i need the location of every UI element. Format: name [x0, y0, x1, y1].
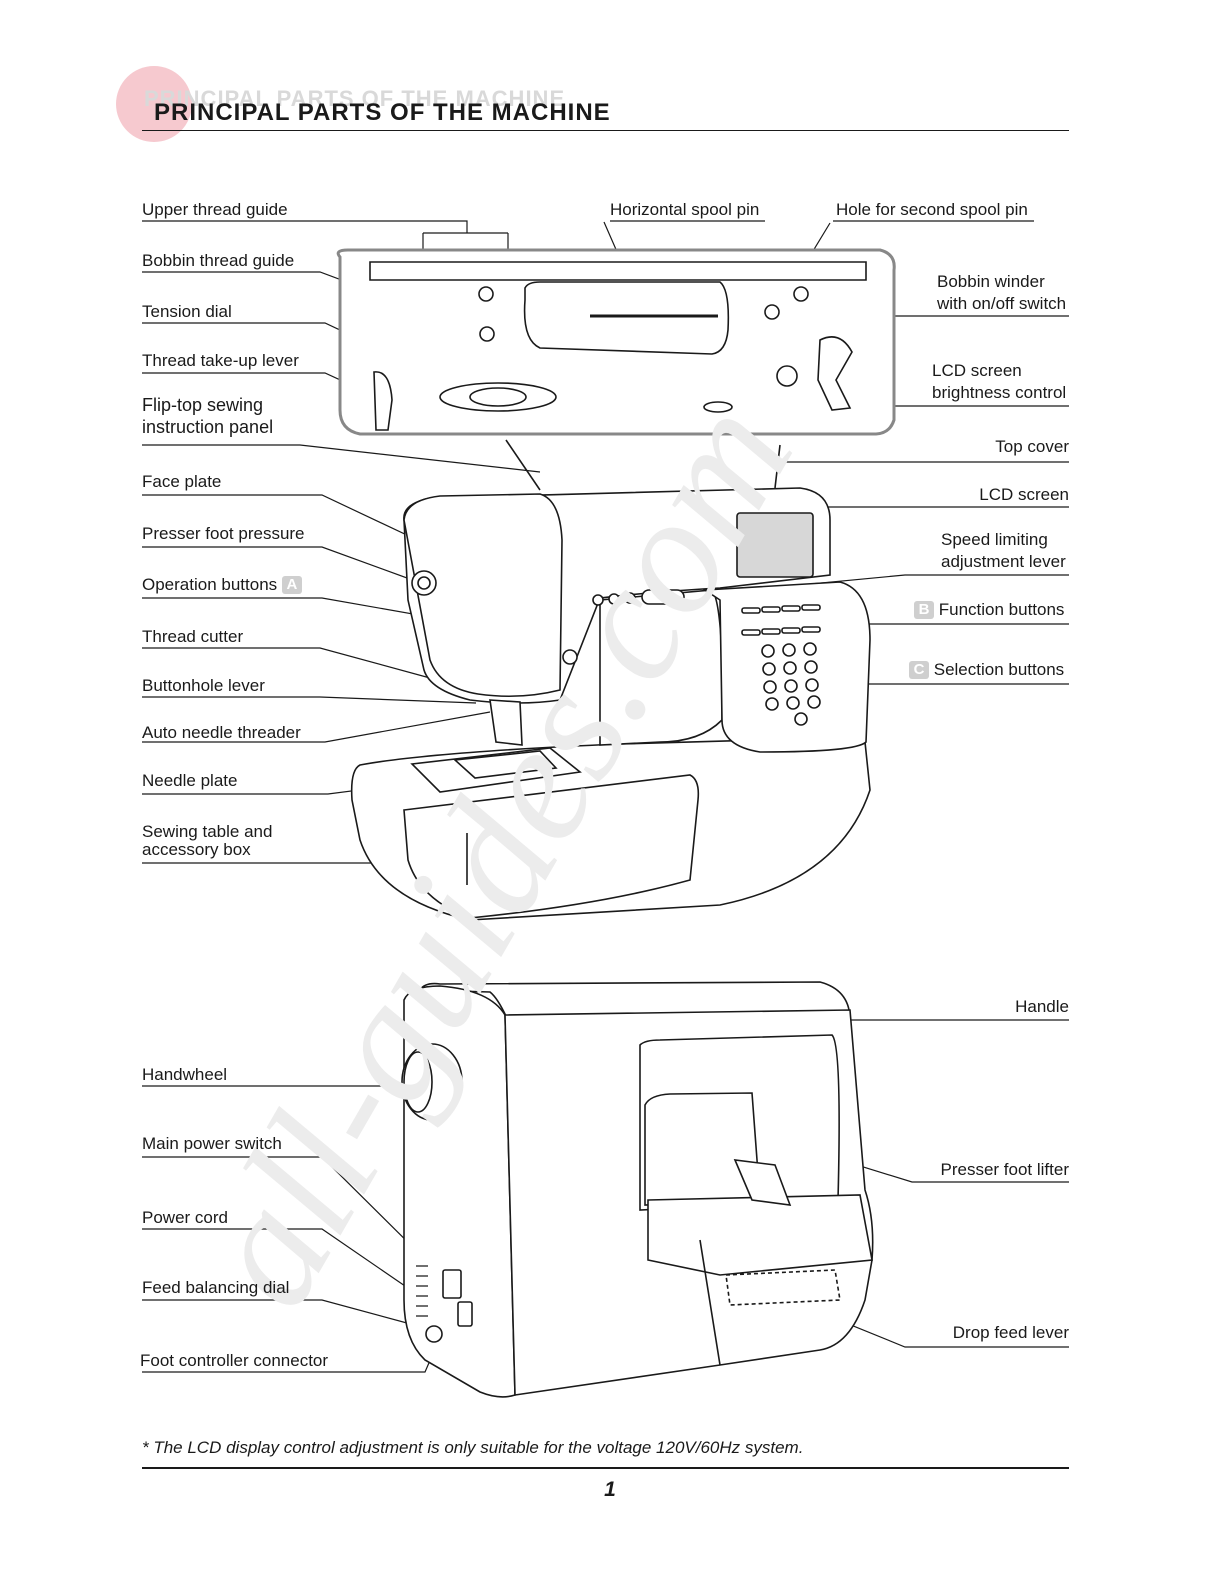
page-title: PRINCIPAL PARTS OF THE MACHINE [154, 99, 611, 126]
label-flip-top-line1: Flip-top sewing [142, 395, 264, 415]
label-top-cover: Top cover [995, 437, 1069, 456]
label-bobbin-winder-line2: with on/off switch [937, 294, 1067, 313]
label-selection-buttons: C Selection buttons [909, 660, 1064, 680]
badge-a: A [281, 576, 302, 594]
label-flip-top-panel: Flip-top sewing instruction panel [142, 394, 273, 438]
presser-foot [489, 699, 523, 746]
label-operation-buttons: Operation buttons A [142, 575, 302, 595]
label-lcd-brightness-line2: brightness control [932, 383, 1067, 402]
bobbin-thread-guide-shape [479, 326, 495, 342]
badge-b: B [914, 601, 934, 619]
needle-up-button [562, 649, 578, 665]
flip-top-hinge-bar [369, 261, 867, 281]
leader-feed-balancing [142, 1299, 419, 1327]
face-plate-panel [403, 493, 563, 698]
spool-pin-housing [523, 281, 730, 355]
label-bobbin-winder-line1: Bobbin winder [937, 272, 1045, 291]
drop-feed-area [725, 1269, 841, 1306]
label-horizontal-spool-pin: Horizontal spool pin [610, 200, 760, 219]
label-handle: Handle [1015, 997, 1069, 1016]
second-spool-hole [764, 304, 780, 320]
label-bobbin-winder: Bobbin winder with on/off switch [937, 271, 1066, 315]
label-buttonhole-lever: Buttonhole lever [142, 676, 265, 695]
back-bed [647, 1194, 873, 1276]
label-function-buttons: B Function buttons [914, 600, 1064, 620]
label-presser-foot-lifter: Presser foot lifter [940, 1160, 1070, 1179]
title-underline [142, 130, 1069, 131]
label-thread-take-up-lever: Thread take-up lever [142, 351, 299, 370]
back-arm-opening [644, 1092, 761, 1206]
power-cord-socket [457, 1301, 473, 1327]
back-bed-seam [699, 1239, 721, 1366]
label-needle-plate: Needle plate [142, 771, 238, 790]
label-flip-top-line2: instruction panel [142, 417, 274, 437]
label-drop-feed-lever: Drop feed lever [952, 1323, 1069, 1342]
lcd-screen-shape [736, 512, 814, 578]
label-speed-limiting-line2: adjustment lever [941, 552, 1066, 571]
label-hole-second-spool-pin: Hole for second spool pin [836, 200, 1028, 219]
leader-power-cord [142, 1228, 441, 1311]
label-lcd-screen: LCD screen [979, 485, 1069, 504]
label-operation-buttons-text: Operation buttons [142, 575, 278, 594]
label-thread-cutter: Thread cutter [142, 627, 244, 646]
leader-presser-foot-pressure [142, 546, 419, 583]
function-button-row [741, 604, 821, 636]
section-header: PRINCIPAL PARTS OF THE MACHINE PRINCIPAL… [116, 66, 1076, 142]
label-handwheel: Handwheel [142, 1065, 228, 1084]
selection-button-grid [761, 642, 821, 726]
vent-slots [416, 1265, 428, 1317]
leader-thread-cutter [142, 647, 431, 679]
back-presser-foot [733, 1159, 792, 1206]
front-view-machine [336, 248, 896, 921]
lcd-brightness-knob [703, 401, 733, 413]
label-selection-buttons-text: Selection buttons [933, 660, 1065, 679]
foot-connector-shape [425, 1325, 443, 1343]
bobbin-winder-pin [776, 365, 798, 387]
label-bobbin-thread-guide: Bobbin thread guide [142, 251, 295, 270]
label-function-buttons-text: Function buttons [938, 600, 1065, 619]
badge-c: C [909, 661, 929, 679]
leader-flip-top-panel [142, 444, 541, 473]
footer-rule [142, 1467, 1069, 1469]
label-feed-balancing-dial: Feed balancing dial [142, 1278, 290, 1297]
leader-buttonhole-lever [142, 696, 477, 704]
back-view-machine [401, 981, 874, 1398]
bobbin-winder-switch [817, 336, 853, 411]
sewing-table-box [403, 774, 700, 919]
title-shadow-text: PRINCIPAL PARTS OF THE MACHINE [144, 86, 566, 111]
label-power-cord: Power cord [142, 1208, 228, 1227]
label-upper-thread-guide: Upper thread guide [142, 200, 288, 219]
label-lcd-brightness-line1: LCD screen [932, 361, 1022, 380]
label-presser-foot-pressure: Presser foot pressure [142, 524, 305, 543]
label-sewing-table: Sewing table and accessory box [142, 823, 272, 859]
needle-plate-inner [453, 750, 558, 779]
footnote: * The LCD display control adjustment is … [142, 1438, 804, 1457]
speed-slider [641, 589, 685, 605]
page-number: 1 [604, 1478, 616, 1501]
title-decoration-dot [116, 66, 192, 142]
flip-top-supports [505, 439, 781, 491]
label-face-plate: Face plate [142, 472, 222, 491]
label-main-power-switch: Main power switch [142, 1134, 282, 1153]
label-lcd-brightness-control: LCD screen brightness control [932, 360, 1066, 404]
label-foot-controller-connector: Foot controller connector [140, 1351, 329, 1370]
leader-upper-thread-guide [142, 220, 509, 430]
label-sewing-table-line2: accessory box [142, 840, 251, 859]
label-tension-dial: Tension dial [142, 302, 232, 321]
label-sewing-table-line1: Sewing table and [142, 822, 273, 841]
main-power-switch-shape [442, 1269, 462, 1299]
label-speed-limiting-lever: Speed limiting adjustment lever [941, 529, 1066, 573]
take-up-lever-shape [373, 371, 393, 431]
leader-needle-threader [142, 711, 491, 743]
label-auto-needle-threader: Auto needle threader [142, 723, 301, 742]
leader-face-plate [142, 494, 429, 546]
label-speed-limiting-line1: Speed limiting [941, 530, 1048, 549]
